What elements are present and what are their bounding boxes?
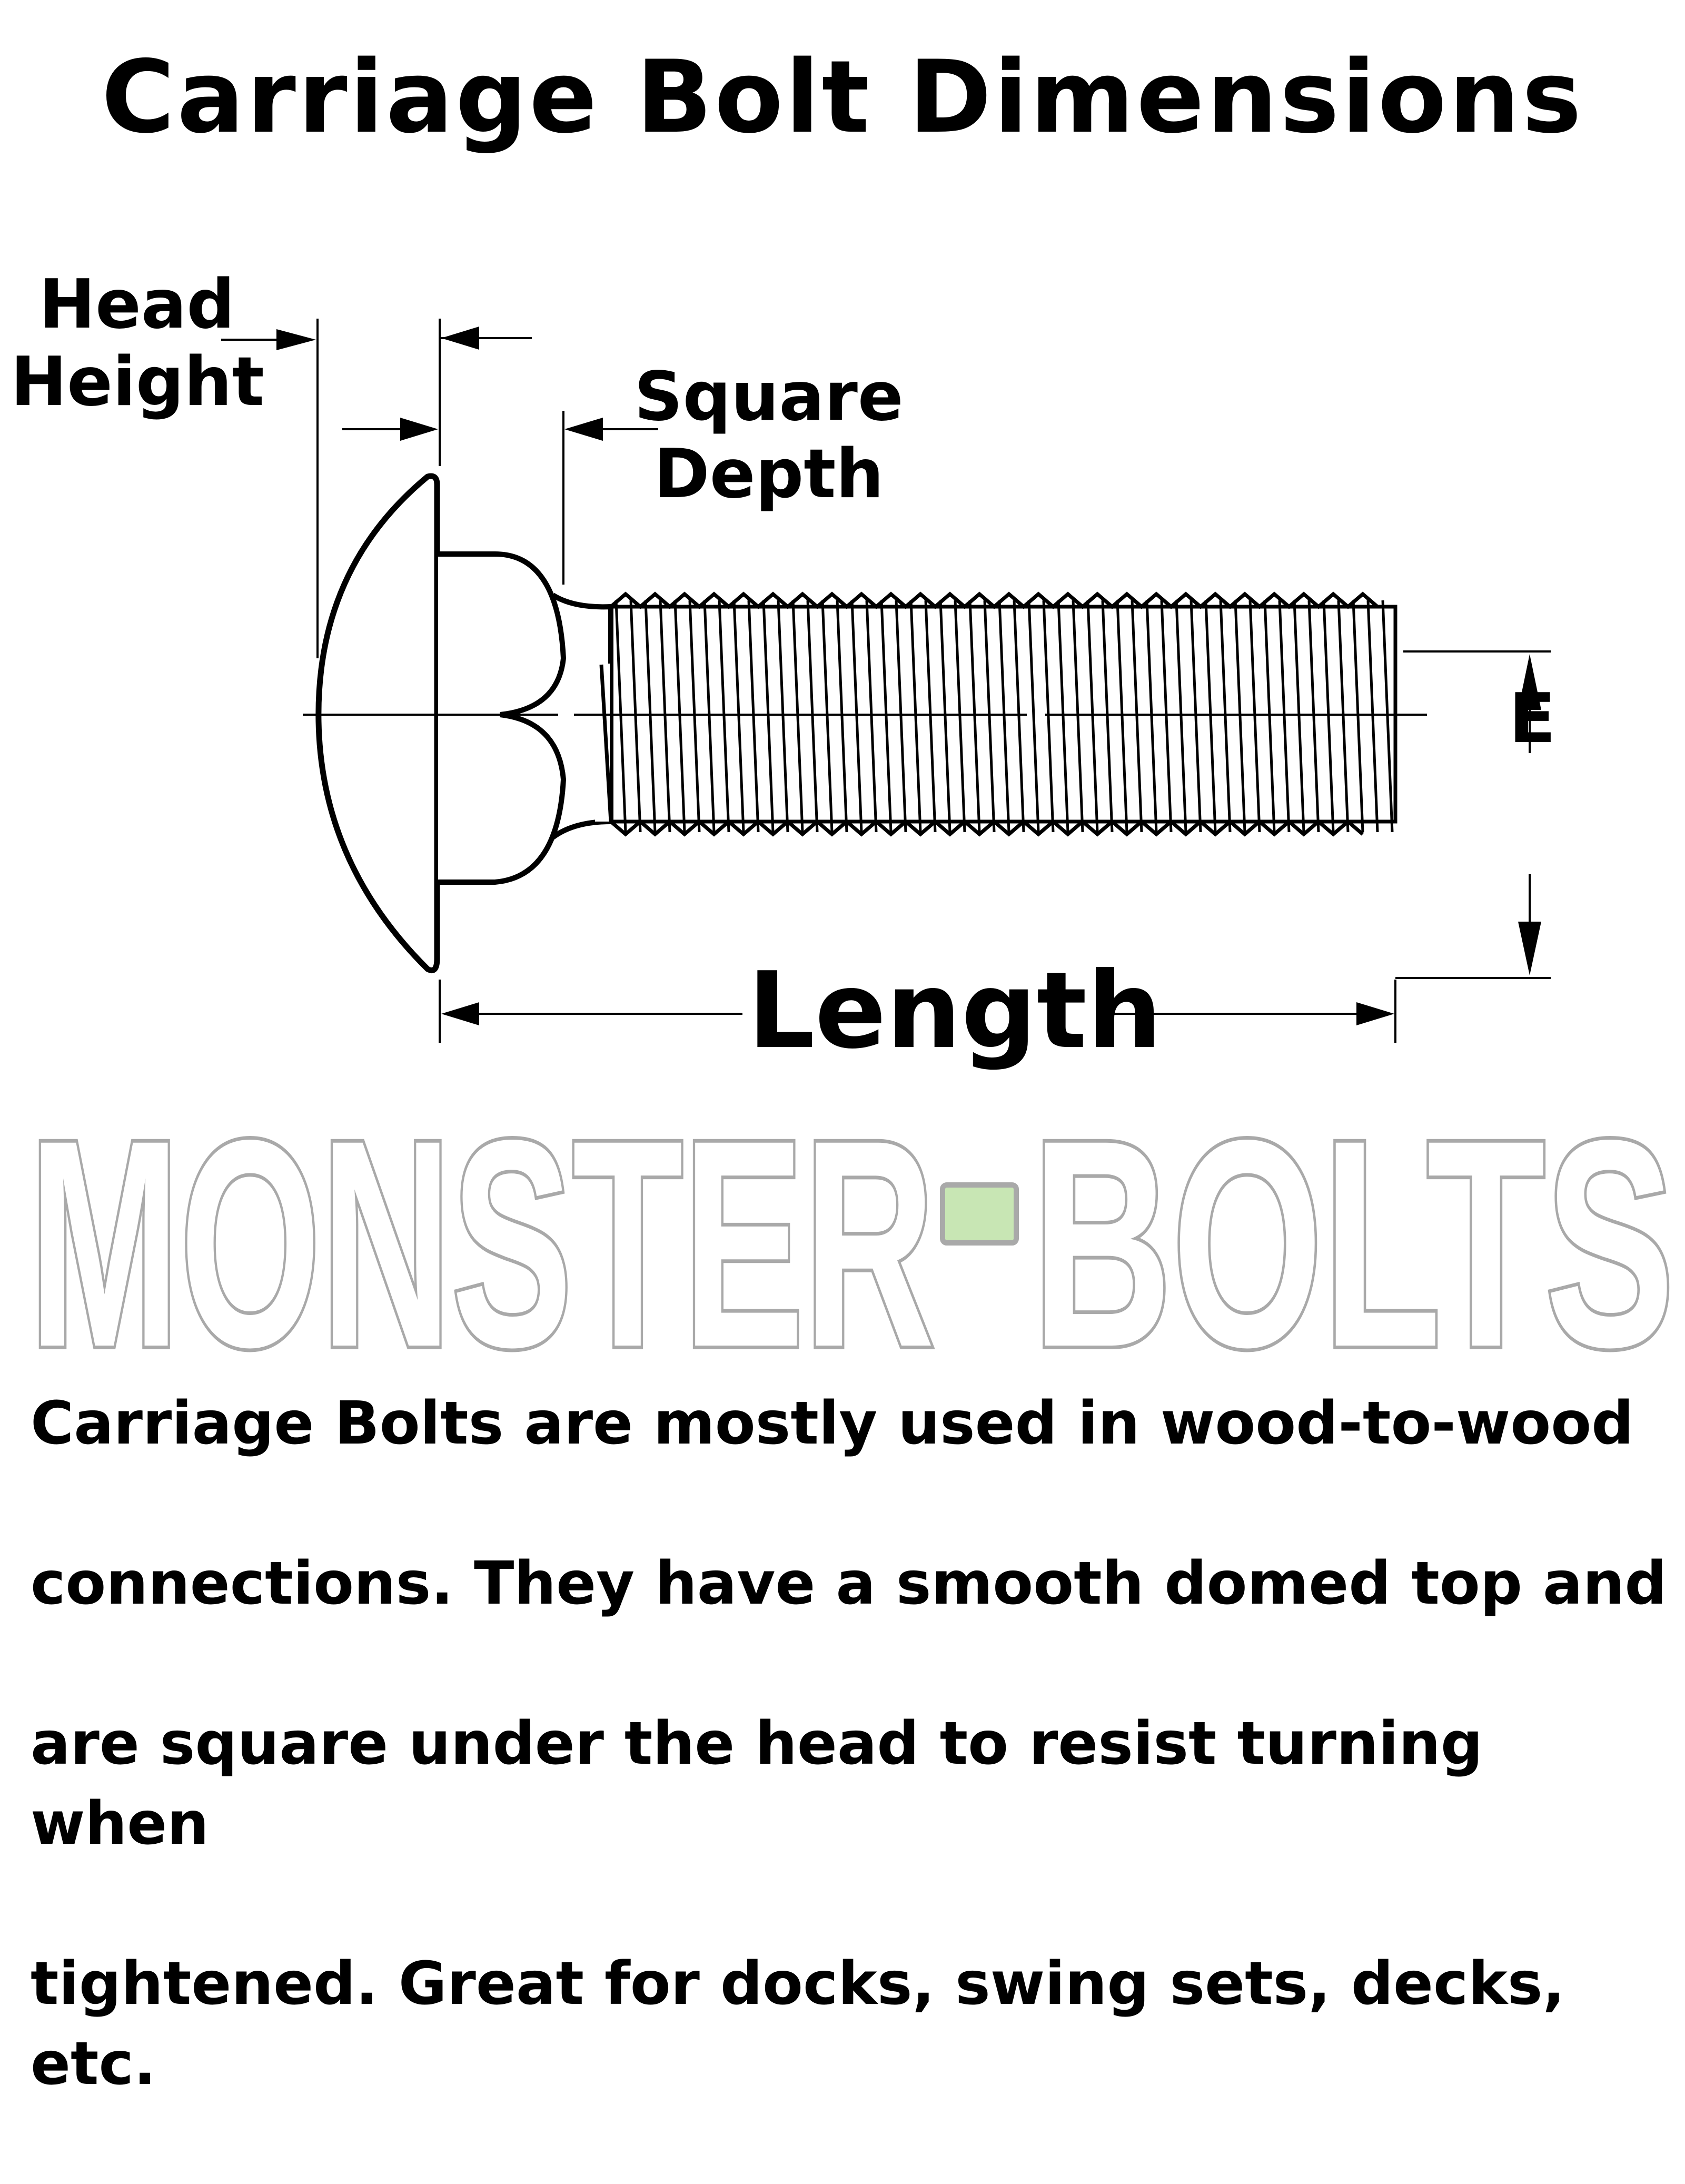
watermark-monster: MONSTER	[29, 1079, 935, 1408]
length-dimension	[439, 980, 1396, 1043]
head-height-label-line2: Height	[11, 343, 264, 422]
description-line: Carriage Bolts are mostly used in wood-t…	[31, 1389, 1634, 1458]
thread-lines	[614, 600, 1394, 833]
square-depth-label-line1: Square	[634, 358, 904, 436]
watermark-logo: MONSTER BOLTS	[25, 1075, 1678, 1412]
bolt-dome-head	[315, 473, 440, 973]
square-depth-label: Square Depth	[621, 358, 916, 513]
length-arrow-right	[1356, 1002, 1394, 1025]
carriage-bolt-diagram: MONSTER BOLTS	[25, 319, 1678, 1412]
head-height-label-line1: Head	[39, 265, 235, 344]
bolt-square-neck	[438, 551, 567, 885]
page-title: Carriage Bolt Dimensions	[101, 39, 1584, 155]
length-arrow-left	[441, 1002, 479, 1025]
e-label: E	[1509, 678, 1556, 758]
e-arrow-up	[1518, 654, 1541, 710]
description-line: connections. They have a smooth domed to…	[31, 1549, 1667, 1618]
e-arrow-down	[1518, 922, 1541, 975]
square-depth-label-line2: Depth	[653, 435, 884, 514]
head-height-arrowheads	[276, 327, 479, 441]
watermark-dash	[940, 1182, 1019, 1246]
description-line: are square under the head to resist turn…	[31, 1709, 1483, 1858]
square-depth-dimension	[562, 411, 658, 585]
description-text: Carriage Bolts are mostly used in wood-t…	[31, 1303, 1673, 2184]
length-label: Length	[748, 950, 1162, 1072]
head-height-label: Head Height	[11, 265, 264, 422]
watermark-bolts: BOLTS	[1032, 1079, 1674, 1408]
description-line: tightened. Great for docks, swing sets, …	[31, 1950, 1565, 2098]
